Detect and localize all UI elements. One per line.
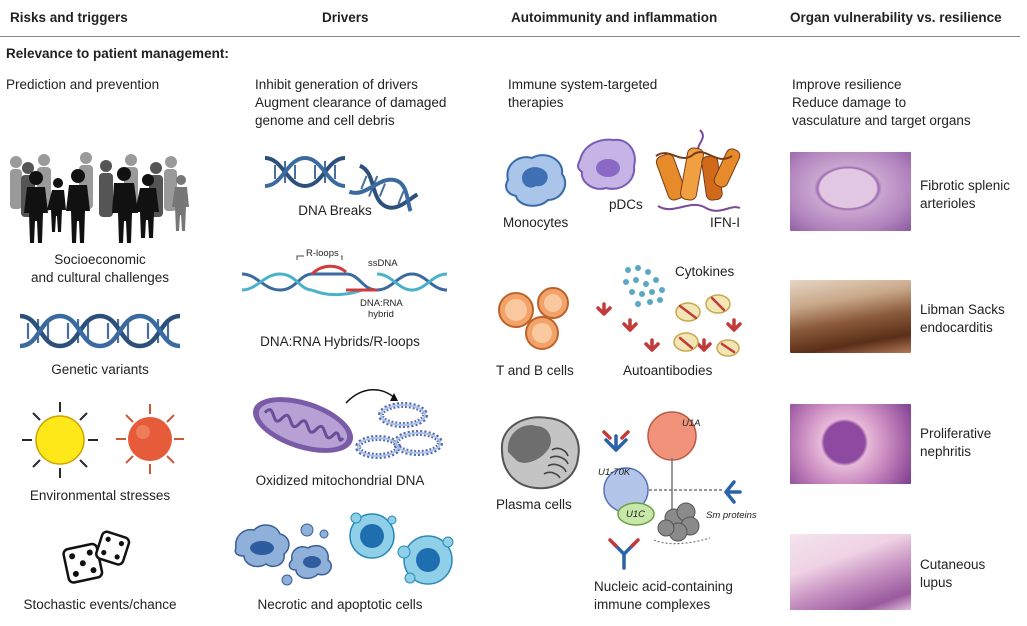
organ-label-line: lupus (920, 575, 953, 590)
header-organ: Organ vulnerability vs. resilience (790, 10, 1002, 25)
header-risks: Risks and triggers (10, 10, 128, 25)
management-col1: Prediction and prevention (6, 76, 159, 94)
management-col2: Inhibit generation of drivers Augment cl… (255, 76, 446, 130)
immune-label-plasma-cells: Plasma cells (496, 497, 572, 512)
organ-label-line: endocarditis (920, 320, 993, 335)
plasma-cell-icon (500, 416, 580, 490)
organ-label-line: nephritis (920, 444, 972, 459)
risk-label-line: Socioeconomic (54, 252, 146, 267)
cytokines-icon (623, 265, 665, 307)
header-drivers: Drivers (322, 10, 369, 25)
organ-label-spleen: Fibrotic splenic arterioles (920, 177, 1010, 213)
ifn-protein-icon (655, 129, 741, 212)
organ-label-line: Libman Sacks (920, 302, 1005, 317)
t-b-cells-icon (498, 287, 569, 350)
broken-dna-icon (264, 155, 419, 212)
management-line: Reduce damage to (792, 95, 907, 110)
management-line: Immune system-targeted (508, 77, 658, 92)
header-divider (0, 36, 1020, 37)
complex-label-line: Nucleic acid-containing (594, 579, 733, 594)
management-line: therapies (508, 95, 564, 110)
crowd-icon (10, 152, 189, 243)
apoptotic-cells-icon (234, 512, 454, 586)
immune-complex-icon (602, 411, 742, 570)
immune-label-pdcs: pDCs (609, 197, 643, 212)
organ-label-line: Proliferative (920, 426, 992, 441)
driver-label-necrotic: Necrotic and apoptotic cells (257, 597, 423, 612)
monocyte-icon (505, 154, 567, 207)
organ-label-skin: Cutaneous lupus (920, 556, 985, 592)
immune-label-complexes: Nucleic acid-containing immune complexes (594, 578, 733, 614)
annotation-ssdna: ssDNA (368, 258, 398, 269)
organ-image-heart-valve (790, 280, 911, 353)
management-col3: Immune system-targeted therapies (508, 76, 657, 112)
immune-label-tb-cells: T and B cells (496, 363, 574, 378)
risk-label-socioeconomic: Socioeconomic and cultural challenges (0, 251, 200, 287)
management-line: Inhibit generation of drivers (255, 77, 418, 92)
complex-label-line: immune complexes (594, 597, 711, 612)
driver-label-dna-breaks: DNA Breaks (298, 203, 372, 218)
driver-label-hybrids: DNA:RNA Hybrids/R-loops (260, 334, 420, 349)
sun-and-virus-icon (22, 402, 184, 478)
subtitle: Relevance to patient management: (6, 46, 229, 61)
management-line: Prediction and prevention (6, 77, 160, 92)
organ-label-kidney: Proliferative nephritis (920, 425, 991, 461)
autoantibodies-icon (596, 294, 742, 357)
pdc-icon (577, 138, 636, 190)
tag-u1-70k: U1-70K (598, 467, 631, 478)
organ-image-skin (790, 534, 911, 610)
header-autoimmunity: Autoimmunity and inflammation (511, 10, 718, 25)
organ-label-heart: Libman Sacks endocarditis (920, 301, 1005, 337)
risk-label-genetic: Genetic variants (51, 362, 149, 377)
management-col4: Improve resilience Reduce damage to vasc… (792, 76, 971, 130)
annotation-hybrid-2: hybrid (368, 309, 394, 320)
driver-label-mito: Oxidized mitochondrial DNA (255, 473, 425, 488)
risk-label-environmental: Environmental stresses (29, 488, 171, 503)
annotation-hybrid-1: DNA:RNA (360, 298, 403, 309)
mitochondrion-icon (252, 389, 443, 459)
dice-icon (62, 530, 131, 584)
management-line: genome and cell debris (255, 113, 395, 128)
tag-u1a: U1A (682, 418, 701, 429)
tag-sm-proteins: Sm proteins (706, 510, 757, 521)
r-loop-icon (241, 255, 448, 297)
immune-label-autoantibodies: Autoantibodies (623, 363, 713, 378)
immune-label-monocytes: Monocytes (503, 215, 569, 230)
tag-u1c: U1C (626, 509, 646, 520)
management-line: Augment clearance of damaged (255, 95, 447, 110)
organ-label-line: Cutaneous (920, 557, 986, 572)
organ-image-kidney (790, 404, 911, 484)
dna-helix-icon (19, 313, 181, 349)
immune-label-cytokines: Cytokines (675, 264, 735, 279)
annotation-rloops: R-loops (304, 248, 341, 259)
management-line: vasculature and target organs (792, 113, 971, 128)
organ-label-line: arterioles (920, 196, 976, 211)
management-line: Improve resilience (792, 77, 902, 92)
immune-label-ifn: IFN-I (710, 215, 740, 230)
risk-label-line: and cultural challenges (30, 270, 170, 285)
organ-image-spleen (790, 152, 911, 231)
risk-label-stochastic: Stochastic events/chance (23, 597, 177, 612)
organ-label-line: Fibrotic splenic (920, 178, 1011, 193)
